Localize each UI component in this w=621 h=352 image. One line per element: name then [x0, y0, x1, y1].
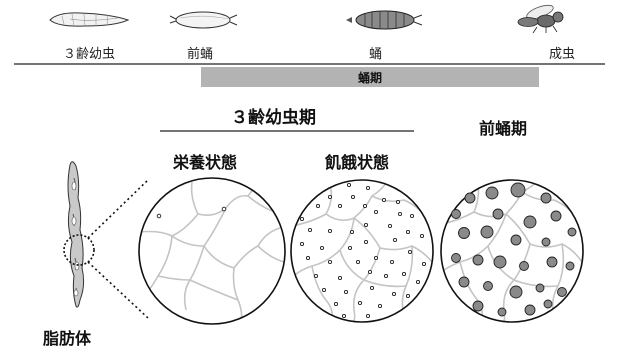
prepupa-illustration: [169, 11, 238, 29]
magnification-line-top: [87, 179, 149, 239]
pupal-period-bar: 蛹期: [201, 67, 539, 87]
stage-label-prepupa: 前蛹: [187, 47, 214, 62]
pupal-period-label: 蛹期: [357, 71, 382, 85]
magnification-circle: [63, 234, 95, 266]
prepupa-state-cells: [440, 179, 584, 323]
starved-state-cells: [290, 179, 434, 323]
adult-fly-illustration: [517, 4, 564, 34]
prepupa-period-heading: 前蛹期: [479, 119, 528, 138]
fed-condition-label: 栄養状態: [173, 153, 238, 172]
starved-condition-label: 飢餓状態: [325, 153, 390, 172]
pupa-illustration: [346, 10, 423, 30]
fat-body-label: 脂肪体: [43, 329, 92, 348]
fat-body-tissue-illustration: [67, 161, 85, 308]
larva3-illustration: [49, 12, 130, 27]
stage-label-larva3: ３齢幼虫: [63, 47, 116, 62]
fed-state-cells: [138, 177, 286, 325]
magnification-line-bottom: [87, 261, 149, 319]
larva3-period-heading: ３齢幼虫期: [231, 108, 316, 128]
stage-label-pupa: 蛹: [369, 47, 383, 62]
stage-label-adult: 成虫: [549, 47, 576, 62]
